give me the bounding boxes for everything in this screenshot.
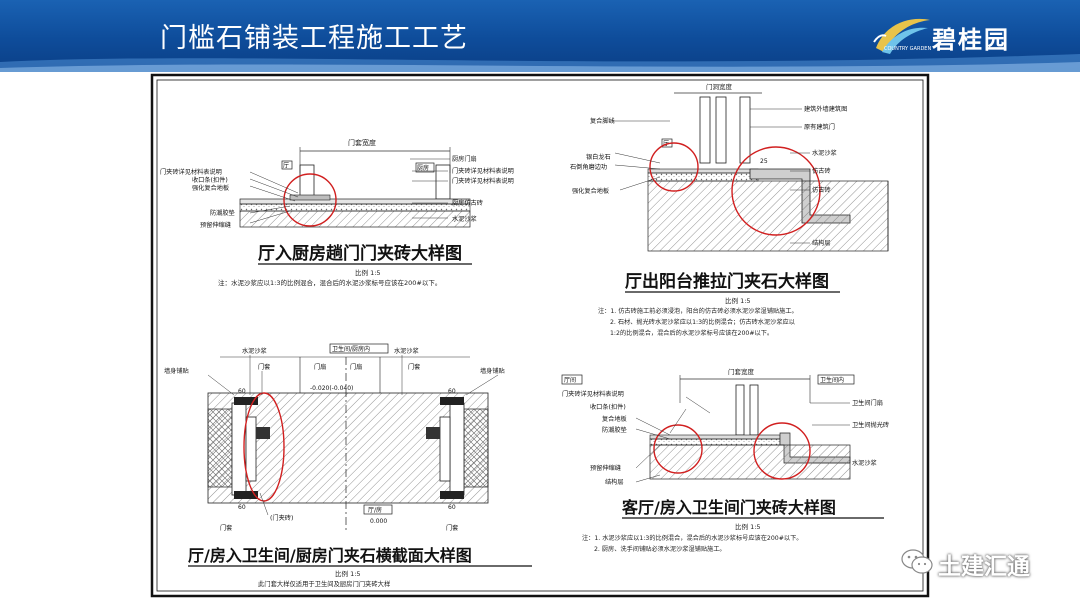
p1-dim: 门套宽度 bbox=[348, 138, 376, 147]
p2-note-2: 1:2的比例混合，混合后的水泥沙浆标号应该在200#以下。 bbox=[610, 329, 773, 337]
p2-label-right-0: 建筑外墙建筑图 bbox=[804, 105, 847, 113]
p1-scale: 比例 1:5 bbox=[355, 268, 381, 277]
p3-label-2: 墙身铺贴 bbox=[164, 367, 189, 375]
p2-detail-circle-left bbox=[649, 142, 699, 192]
p4-tag-left: 厅间 bbox=[564, 376, 576, 384]
p1-label-right-2: 门夹砖详见材料表说明 bbox=[452, 177, 514, 185]
p3-label-5: 门扇 bbox=[314, 363, 326, 371]
p4-title: 客厅/房入卫生间门夹砖大样图 bbox=[622, 498, 836, 517]
p4-label-left-2: 复合地板 bbox=[602, 415, 627, 423]
p3-dim-3: 60 bbox=[448, 504, 456, 511]
p1-tag-right: 厨房 bbox=[417, 164, 429, 172]
p2-label-right-5: 结构层 bbox=[812, 239, 831, 247]
p4-label-left-1: 收口条(扣件) bbox=[590, 403, 626, 411]
p2-note-1: 2. 石材、抛光砖水泥沙浆应以1:3的比例混合；仿古砖水泥沙浆应以 bbox=[610, 318, 795, 326]
panel-1: 门套宽度 厅 厨房 门夹砖详见材料表说明 收口条(扣件) 强化复合地板 bbox=[160, 138, 514, 287]
p3-tag-bottom: 厅/房 bbox=[368, 506, 382, 514]
p4-note-1: 2. 厨房、洗手间铺贴必须水泥沙浆湿铺贴施工。 bbox=[594, 545, 726, 553]
watermark-text: 土建汇通 bbox=[938, 554, 1030, 580]
p2-detail-circle-right bbox=[731, 146, 821, 236]
p4-detail-circle-left bbox=[653, 424, 703, 474]
p1-label-right-3: 厨房仿古砖 bbox=[452, 199, 483, 207]
p1-detail-circle bbox=[283, 173, 337, 227]
p4-label-right-2: 水泥沙浆 bbox=[852, 459, 877, 467]
p1-label-left-3: 防潮胶垫 bbox=[210, 209, 236, 217]
p3-dim-0: 60 bbox=[238, 388, 246, 395]
p2-note-0: 注：1. 仿古砖施工前必须浸泡，阳台的仿古砖必须水泥沙浆湿铺贴施工。 bbox=[598, 307, 798, 315]
panel-2: 门洞宽度 厅 25 复合脚线 银白龙石 石倒角磨边 bbox=[570, 82, 889, 337]
p2-dim: 门洞宽度 bbox=[706, 82, 733, 91]
p2-label-left-0: 复合脚线 bbox=[590, 117, 615, 125]
p4-label-right-0: 卫生间门扇 bbox=[852, 399, 883, 407]
p3-level-bottom: 0.000 bbox=[370, 518, 387, 525]
logo-text: 碧桂园 bbox=[932, 25, 1010, 54]
p3-label-7: 门套 bbox=[408, 363, 420, 371]
p4-scale: 比例 1:5 bbox=[735, 522, 761, 531]
p3-dim-1: 60 bbox=[448, 388, 456, 395]
watermark: 土建汇通 bbox=[896, 544, 1066, 580]
p3-note: 此门套大样仅适用于卫生间及厨房门门夹砖大样 bbox=[258, 579, 390, 588]
panel-3: 卫生间/厨房内 -0.020(-0.040) 厅/房 0.000 bbox=[164, 343, 532, 588]
p4-label-right-1: 卫生间抛光砖 bbox=[852, 421, 889, 429]
p2-label-left-2: 石倒角磨边功 bbox=[570, 163, 607, 171]
p2-label-right-1: 原有建筑门 bbox=[804, 123, 835, 131]
p2-label-right-2: 水泥沙浆 bbox=[812, 149, 837, 157]
construction-drawing: 门套宽度 厅 厨房 门夹砖详见材料表说明 收口条(扣件) 强化复合地板 bbox=[150, 73, 930, 598]
p3-tag-top: 卫生间/厨房内 bbox=[332, 345, 370, 353]
page-title: 门槛石铺装工程施工工艺 bbox=[160, 23, 468, 54]
p4-dim: 门套宽度 bbox=[728, 367, 755, 376]
p1-label-left-1: 收口条(扣件) bbox=[192, 176, 228, 184]
p3-title: 厅/房入卫生间/厨房门夹石横截面大样图 bbox=[188, 546, 472, 565]
p2-label-right-4: 仿古砖 bbox=[812, 186, 831, 194]
p4-detail-circle-right bbox=[753, 422, 811, 480]
p3-label-10: (门夹砖) bbox=[270, 514, 293, 522]
p3-level-top: -0.020(-0.040) bbox=[310, 385, 353, 392]
panel-4: 门套宽度 厅间 卫生间内 门夹砖详见材料表说明 收口条(扣件) 复合地板 bbox=[561, 367, 889, 553]
drawing-inner-frame bbox=[156, 79, 924, 592]
p3-dim-2: 60 bbox=[238, 504, 246, 511]
p3-label-9: 门套 bbox=[446, 524, 458, 532]
p3-label-3: 墙身铺贴 bbox=[480, 367, 505, 375]
p2-scale: 比例 1:5 bbox=[725, 296, 751, 305]
p3-label-8: 门套 bbox=[220, 524, 232, 532]
p1-note: 注：水泥沙浆应以1:3的比例混合，混合后的水泥沙浆标号应该在200#以下。 bbox=[218, 278, 441, 287]
p2-dim-small: 25 bbox=[760, 158, 768, 165]
wechat-icon bbox=[901, 549, 933, 574]
p2-label-left-3: 强化复合地板 bbox=[572, 187, 609, 195]
p2-label-left-1: 银白龙石 bbox=[586, 153, 611, 161]
p1-label-left-4: 预留伸缩缝 bbox=[200, 221, 231, 229]
p1-label-right-0: 厨房门扇 bbox=[452, 155, 477, 163]
p4-note-0: 注：1. 水泥沙浆应以1:3的比例混合，混合后的水泥沙浆标号应该在200#以下。 bbox=[582, 534, 802, 542]
drawing-frame bbox=[150, 73, 930, 598]
p4-label-left-3: 防潮胶垫 bbox=[602, 426, 628, 434]
p3-label-1: 水泥沙浆 bbox=[394, 347, 419, 355]
slide-header: 门槛石铺装工程施工工艺 碧桂园 COUNTRY GARDEN bbox=[0, 0, 1080, 72]
p1-label-right-1: 门夹砖详见材料表说明 bbox=[452, 167, 514, 175]
p2-label-right-3: 仿古砖 bbox=[812, 167, 831, 175]
p1-label-left-2: 强化复合地板 bbox=[192, 184, 229, 192]
p3-label-6: 门扇 bbox=[350, 363, 362, 371]
p1-title: 厅入厨房趟门门夹砖大样图 bbox=[258, 243, 462, 264]
p4-label-left-0: 门夹砖详见材料表说明 bbox=[562, 390, 624, 398]
p4-label-left-5: 结构层 bbox=[605, 478, 624, 486]
logo-swoosh-icon bbox=[873, 18, 930, 54]
p2-title: 厅出阳台推拉门夹石大样图 bbox=[625, 271, 829, 292]
p1-label-right-4: 水泥沙浆 bbox=[452, 215, 477, 223]
p1-label-left-0: 门夹砖详见材料表说明 bbox=[160, 168, 222, 176]
p3-label-0: 水泥沙浆 bbox=[242, 347, 267, 355]
header-wave bbox=[0, 54, 1080, 72]
logo-subtext: COUNTRY GARDEN bbox=[884, 46, 932, 52]
p3-label-4: 门套 bbox=[258, 363, 270, 371]
p4-tag-right: 卫生间内 bbox=[820, 376, 844, 384]
p4-label-left-4: 预留伸缩缝 bbox=[590, 464, 621, 472]
brand-logo: 碧桂园 COUNTRY GARDEN bbox=[872, 12, 1062, 60]
p1-tag-left: 厅 bbox=[283, 163, 289, 170]
p3-detail-ellipse bbox=[243, 392, 285, 502]
p3-scale: 比例 1:5 bbox=[335, 569, 361, 578]
